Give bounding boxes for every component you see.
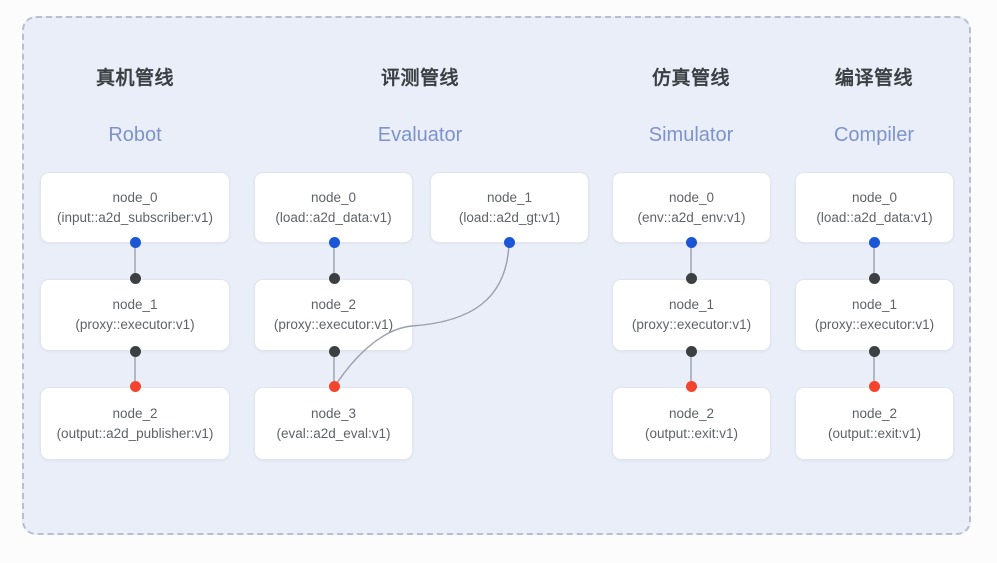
node-evaluator-0[interactable]: node_0 (load::a2d_data:v1)	[254, 172, 413, 243]
port-output-evaluator-2[interactable]	[329, 346, 340, 357]
node-name: node_1	[851, 297, 898, 312]
node-name: node_2	[668, 405, 715, 421]
port-output-simulator-0[interactable]	[686, 237, 697, 248]
node-signature: (output::exit:v1)	[827, 425, 922, 441]
node-name: node_0	[668, 189, 715, 205]
column-title-robot-cn: 真机管线	[95, 68, 174, 89]
node-evaluator-1[interactable]: node_1 (load::a2d_gt:v1)	[430, 172, 589, 243]
node-simulator-2[interactable]: node_2 (output::exit:v1)	[612, 387, 771, 460]
column-title-evaluator-cn: 评测管线	[380, 68, 459, 89]
node-signature: (proxy::executor:v1)	[631, 317, 752, 332]
node-name: node_1	[112, 297, 158, 312]
port-output-evaluator-0[interactable]	[329, 237, 340, 248]
port-input-compiler-2[interactable]	[869, 381, 880, 392]
node-signature: (proxy::executor:v1)	[273, 317, 394, 332]
node-compiler-2[interactable]: node_2 (output::exit:v1)	[795, 387, 954, 460]
node-signature: (input::a2d_subscriber:v1)	[56, 209, 214, 225]
node-signature: (output::a2d_publisher:v1)	[56, 425, 214, 441]
node-signature: (output::exit:v1)	[644, 425, 739, 441]
node-signature: (eval::a2d_eval:v1)	[276, 425, 391, 441]
node-name: node_2	[851, 405, 898, 421]
node-simulator-0[interactable]: node_0 (env::a2d_env:v1)	[612, 172, 771, 243]
column-title-simulator-en: Simulator	[648, 124, 734, 146]
port-input-evaluator-2[interactable]	[329, 273, 340, 284]
port-output-evaluator-1[interactable]	[504, 237, 515, 248]
port-input-compiler-1[interactable]	[869, 273, 880, 284]
node-signature: (proxy::executor:v1)	[814, 317, 935, 332]
node-signature: (load::a2d_data:v1)	[275, 209, 392, 225]
column-title-evaluator-en: Evaluator	[377, 124, 463, 146]
node-name: node_2	[112, 405, 158, 421]
node-signature: (proxy::executor:v1)	[75, 317, 195, 332]
node-evaluator-3[interactable]: node_3 (eval::a2d_eval:v1)	[254, 387, 413, 460]
node-name: node_0	[310, 189, 357, 205]
port-input-simulator-2[interactable]	[686, 381, 697, 392]
port-output-robot-1[interactable]	[130, 346, 141, 357]
port-output-robot-0[interactable]	[130, 237, 141, 248]
node-robot-1[interactable]: node_1 (proxy::executor:v1)	[40, 279, 230, 351]
column-title-simulator-cn: 仿真管线	[651, 68, 730, 89]
port-input-robot-2[interactable]	[130, 381, 141, 392]
node-name: node_0	[112, 189, 158, 205]
port-input-simulator-1[interactable]	[686, 273, 697, 284]
column-title-robot-en: Robot	[108, 124, 162, 146]
port-input-robot-1[interactable]	[130, 273, 141, 284]
node-simulator-1[interactable]: node_1 (proxy::executor:v1)	[612, 279, 771, 351]
node-name: node_1	[668, 297, 715, 312]
node-compiler-0[interactable]: node_0 (load::a2d_data:v1)	[795, 172, 954, 243]
node-robot-0[interactable]: node_0 (input::a2d_subscriber:v1)	[40, 172, 230, 243]
port-input-evaluator-3[interactable]	[329, 381, 340, 392]
node-signature: (env::a2d_env:v1)	[637, 209, 746, 225]
port-output-simulator-1[interactable]	[686, 346, 697, 357]
port-output-compiler-0[interactable]	[869, 237, 880, 248]
node-evaluator-2[interactable]: node_2 (proxy::executor:v1)	[254, 279, 413, 351]
node-name: node_1	[486, 189, 533, 205]
column-title-compiler-cn: 编译管线	[834, 68, 913, 89]
node-name: node_2	[310, 297, 357, 312]
column-title-compiler-en: Compiler	[833, 124, 915, 146]
node-signature: (load::a2d_data:v1)	[816, 209, 933, 225]
port-output-compiler-1[interactable]	[869, 346, 880, 357]
node-compiler-1[interactable]: node_1 (proxy::executor:v1)	[795, 279, 954, 351]
node-signature: (load::a2d_gt:v1)	[458, 209, 561, 225]
node-name: node_3	[310, 405, 357, 421]
node-name: node_0	[851, 189, 898, 205]
node-robot-2[interactable]: node_2 (output::a2d_publisher:v1)	[40, 387, 230, 460]
